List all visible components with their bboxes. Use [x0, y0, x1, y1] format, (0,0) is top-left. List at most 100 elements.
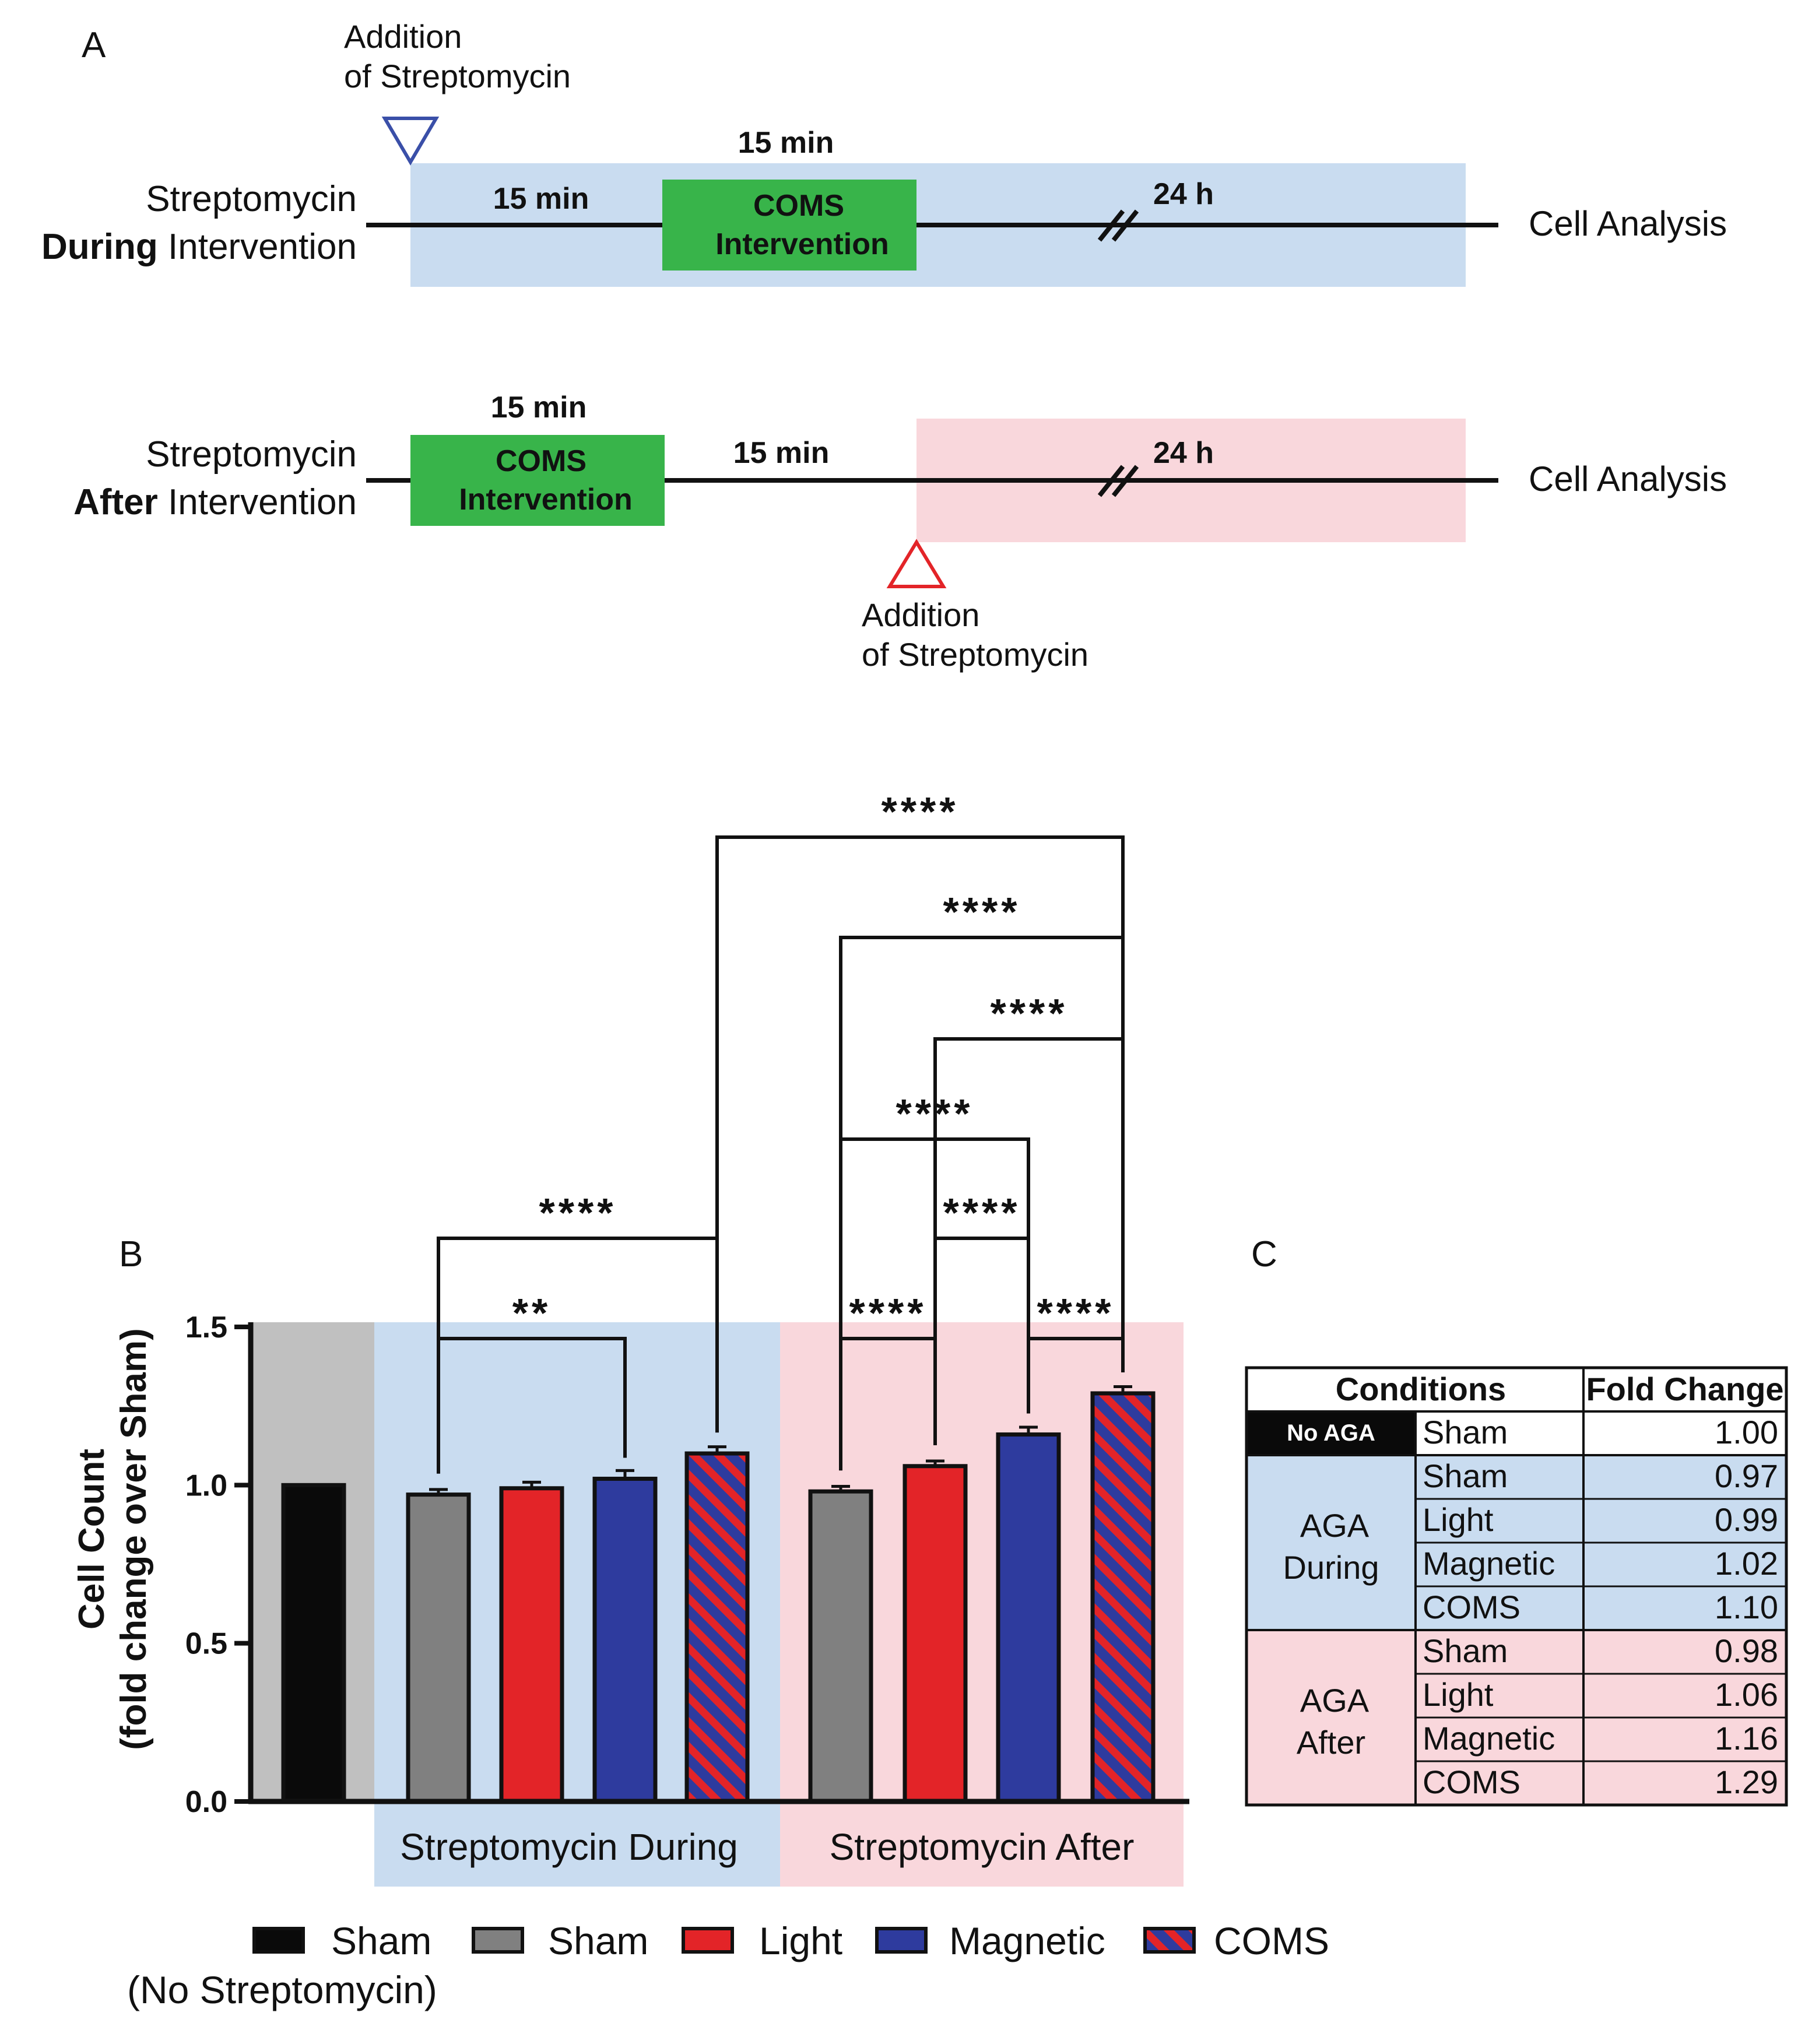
significance-label: **: [512, 1290, 551, 1336]
timeline-after: COMS Intervention 15 min 15 min 24 h Add…: [73, 391, 1727, 673]
legend-sublabel: (No Streptomycin): [127, 1968, 437, 2011]
cell-analysis-label: Cell Analysis: [1529, 459, 1727, 498]
table-row: [1416, 1761, 1786, 1805]
legend-label: Magnetic: [949, 1919, 1105, 1962]
bar-streptomycin-during-coms: [684, 1451, 750, 1804]
bar-streptomycin-during-sham: [406, 1492, 471, 1804]
table-condition: COMS: [1423, 1764, 1520, 1800]
table-value: 1.29: [1715, 1764, 1778, 1800]
pre-duration: 15 min: [493, 182, 589, 216]
table-border: [1245, 1366, 1788, 1807]
bar-streptomycin-after-coms: [1090, 1391, 1156, 1804]
table-row: [1416, 1455, 1786, 1499]
table-value: 0.97: [1715, 1458, 1778, 1494]
significance-label: ****: [991, 991, 1068, 1036]
intervention-label: Intervention: [459, 483, 633, 517]
legend-label: Sham: [331, 1919, 431, 1962]
significance-label: ****: [896, 1091, 974, 1136]
bar-streptomycin-during-light: [499, 1486, 564, 1804]
table-group-label: After: [1297, 1724, 1365, 1761]
y-axis-label-line2: (fold change over Sham): [114, 1328, 154, 1750]
row-label-line2: During Intervention: [41, 227, 357, 267]
table-row: [1416, 1718, 1786, 1761]
table-value: 1.16: [1715, 1720, 1778, 1757]
y-tick-label: 1.5: [185, 1311, 227, 1344]
significance-label: ****: [882, 789, 959, 834]
row-label-line2: After Intervention: [73, 482, 357, 522]
table-value: 0.99: [1715, 1501, 1778, 1538]
table-group-cell: [1246, 1455, 1416, 1630]
legend-swatch: [1143, 1927, 1196, 1954]
cell-analysis-label: Cell Analysis: [1529, 204, 1727, 243]
legend-swatch: [472, 1927, 524, 1954]
row-label-line1: Streptomycin: [146, 434, 357, 475]
y-axis-label-line1: Cell Count: [72, 1449, 112, 1629]
y-tick-label: 0.0: [185, 1785, 227, 1819]
table-row: [1416, 1499, 1786, 1543]
intervention-label: Intervention: [715, 227, 889, 261]
table-header: [1246, 1368, 1786, 1411]
table-row: [1416, 1543, 1786, 1586]
coms-label: COMS: [753, 189, 844, 223]
table-value: 1.10: [1715, 1589, 1778, 1625]
legend-label: Light: [759, 1919, 842, 1962]
legend-label: COMS: [1214, 1919, 1329, 1962]
group-label-after: Streptomycin After: [830, 1826, 1135, 1868]
table-group-cell: [1246, 1411, 1416, 1455]
table-group-label: During: [1283, 1549, 1379, 1586]
bar-no-streptomycin-sham: [281, 1483, 346, 1804]
axis-break-icon: [1097, 209, 1139, 242]
coms-box: [410, 435, 665, 526]
axes: 0.0 0.5 1.0 1.5: [185, 1311, 1189, 1819]
row-label-line1: Streptomycin: [146, 179, 357, 219]
significance-label: ****: [943, 1190, 1021, 1235]
table-condition: Light: [1423, 1676, 1494, 1713]
table-group-label: No AGA: [1287, 1420, 1375, 1446]
addition-label-line1: Addition: [862, 596, 979, 633]
significance-bracket: [715, 835, 1125, 1433]
y-axis-label: Cell Count (fold change over Sham): [72, 1328, 154, 1750]
table-header-conditions: Conditions: [1336, 1371, 1506, 1407]
table-value: 1.00: [1715, 1414, 1778, 1451]
legend-swatch: [682, 1927, 734, 1954]
gap-duration: 15 min: [733, 436, 830, 470]
y-tick-label: 1.0: [185, 1469, 227, 1502]
table-row: [1416, 1586, 1786, 1630]
timeline-during: COMS Intervention 15 min 15 min 24 h Add…: [41, 18, 1727, 287]
panel-label-a: A: [82, 25, 106, 65]
post-duration: 24 h: [1153, 177, 1214, 211]
significance-label: ****: [849, 1290, 927, 1336]
addition-label-line2: of Streptomycin: [862, 636, 1088, 673]
table-header-fold-change: Fold Change: [1586, 1371, 1783, 1407]
table-row: [1416, 1630, 1786, 1674]
table-value: 1.06: [1715, 1676, 1778, 1713]
table-condition: Magnetic: [1423, 1545, 1555, 1582]
panel-a: A COMS Intervention 15 min 15 min 24 h A…: [41, 18, 1727, 673]
y-tick-label: 0.5: [185, 1627, 227, 1661]
coms-duration: 15 min: [491, 391, 587, 424]
post-duration: 24 h: [1153, 436, 1214, 470]
table-group-cell: [1246, 1630, 1416, 1805]
table-value: 0.98: [1715, 1632, 1778, 1669]
bar-streptomycin-after-light: [903, 1464, 968, 1804]
coms-box: [662, 180, 916, 271]
table-row: [1416, 1674, 1786, 1718]
table-condition: Light: [1423, 1501, 1494, 1538]
addition-label-line2: of Streptomycin: [344, 58, 571, 94]
significance-brackets: **********************************: [437, 789, 1125, 1474]
addition-marker-icon: [381, 117, 440, 166]
table-condition: Magnetic: [1423, 1720, 1555, 1757]
table-value: 1.02: [1715, 1545, 1778, 1582]
addition-marker-icon: [886, 539, 947, 588]
panel-label-c: C: [1251, 1234, 1277, 1274]
bar-streptomycin-during-magnetic: [592, 1476, 658, 1804]
significance-label: ****: [1037, 1290, 1115, 1336]
axis-break-icon: [1097, 465, 1139, 497]
legend-swatch: [875, 1927, 928, 1954]
coms-duration: 15 min: [738, 126, 834, 160]
